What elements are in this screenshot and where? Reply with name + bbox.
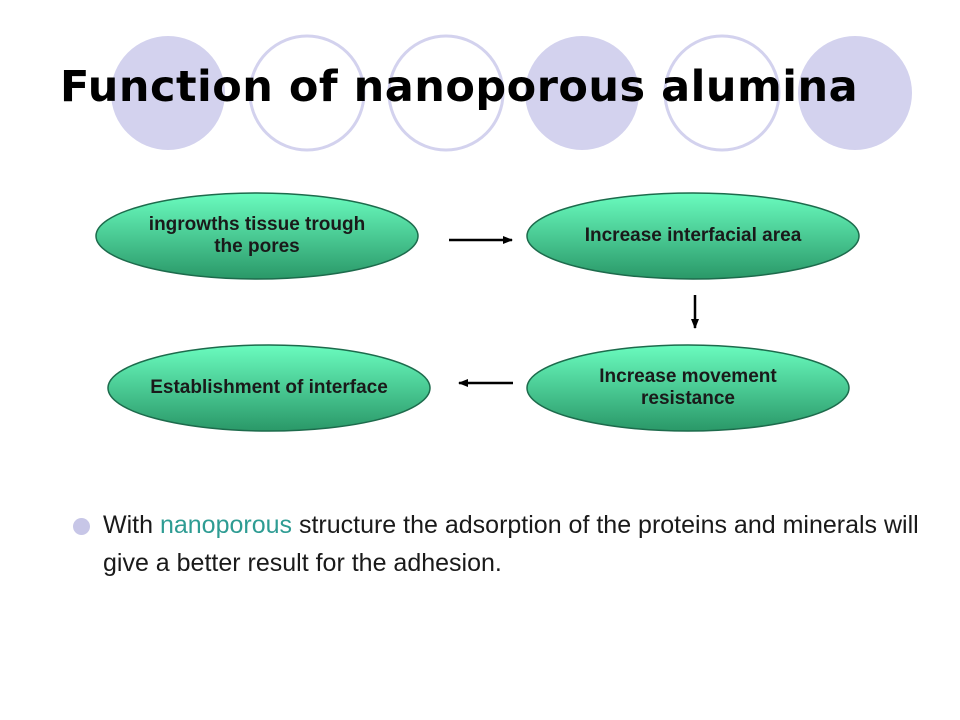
node-interface-label: Establishment of interface [150,377,388,398]
bullet-text-pre: With [103,511,160,539]
bullet-text-post: structure the adsorption of the proteins… [103,511,919,577]
node-movement-resistance-label: Increase movement resistance [599,366,777,409]
deco-circle-filled-2 [525,36,639,150]
node-interfacial-area-label: Increase interfacial area [584,225,802,246]
deco-circle-filled-1 [111,36,225,150]
deco-circle-outline-1 [248,34,366,152]
node-movement-resistance-shape [526,344,850,432]
bullet-highlight: nanoporous [159,511,293,539]
deco-circle-outline-3 [663,34,781,152]
node-interface-shape [107,344,431,432]
page-title: Function of nanoporous alumina [60,62,859,112]
deco-circle-outline-2 [387,34,505,152]
node-interfacial-area-shape [526,192,860,280]
bullet-dot-icon [73,518,90,535]
deco-circle-filled-3 [798,36,912,150]
bullet-text: With nanoporous structure the adsorption… [103,506,933,582]
node-ingrowth-shape [95,192,419,280]
node-ingrowth-label: ingrowths tissue trough the pores [148,214,366,257]
